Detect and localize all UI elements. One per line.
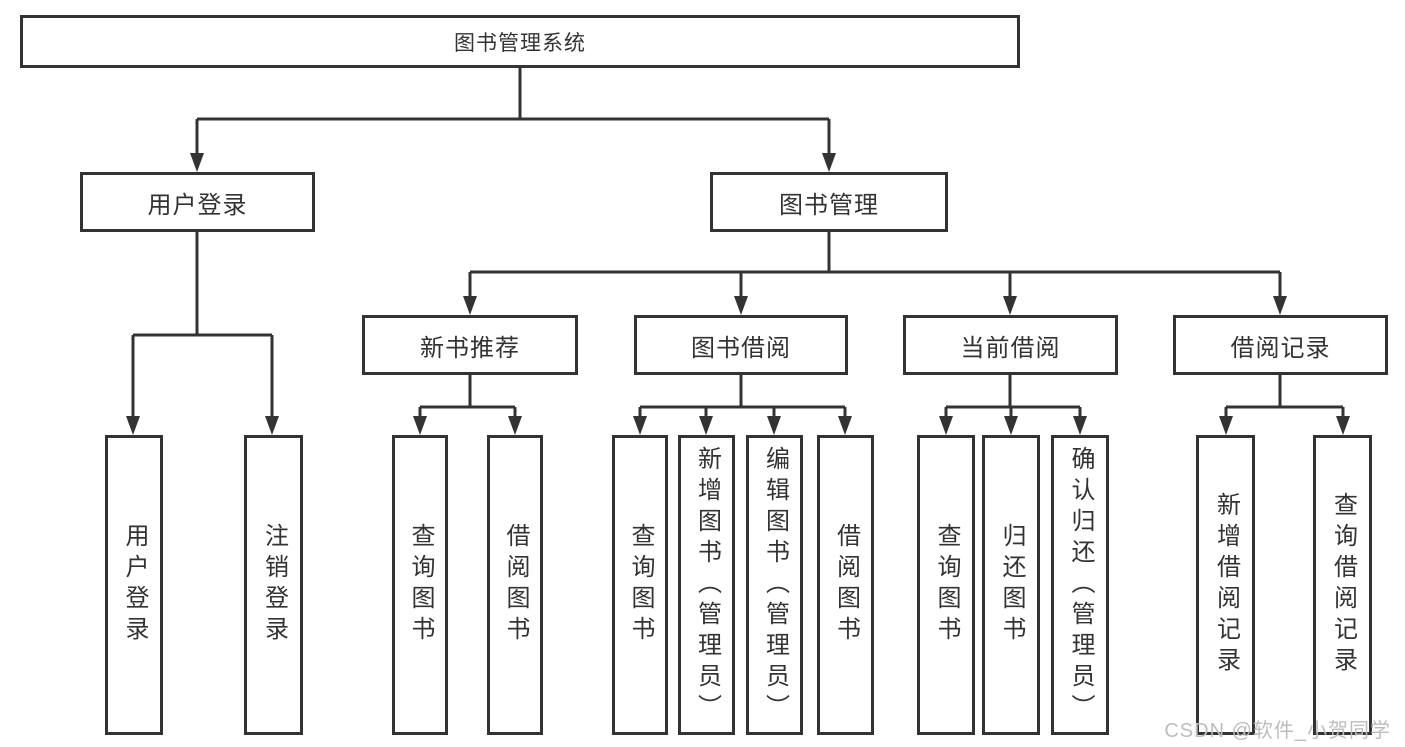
leaf-return-books: 归还图书: [982, 435, 1040, 735]
leaf-confirm-return-admin: 确认归还（管理员）: [1051, 435, 1109, 735]
leaf-query-books-recommend: 查询图书: [392, 435, 448, 735]
leaf-add-books-admin: 新增图书（管理员）: [678, 435, 735, 735]
leaf-user-login: 用户登录: [105, 435, 163, 735]
node-borrowing-records: 借阅记录: [1173, 315, 1388, 375]
node-book-borrowing: 图书借阅: [634, 315, 848, 375]
node-new-book-recommendation: 新书推荐: [362, 315, 578, 375]
leaf-add-borrow-record: 新增借阅记录: [1196, 435, 1255, 735]
leaf-borrow-books-borrowing: 借阅图书: [817, 435, 874, 735]
node-book-management: 图书管理: [710, 172, 948, 232]
leaf-logout: 注销登录: [244, 435, 303, 735]
leaf-borrow-books-recommend: 借阅图书: [487, 435, 543, 735]
leaf-edit-books-admin: 编辑图书（管理员）: [746, 435, 803, 735]
node-user-login: 用户登录: [80, 172, 315, 232]
leaf-query-books-borrowing: 查询图书: [612, 435, 668, 735]
leaf-query-borrow-record: 查询借阅记录: [1313, 435, 1372, 735]
node-current-borrowing: 当前借阅: [903, 315, 1118, 375]
node-library-management-system: 图书管理系统: [20, 15, 1020, 68]
leaf-query-books-current: 查询图书: [917, 435, 975, 735]
csdn-watermark: CSDN @软件_小贺同学: [1164, 720, 1391, 742]
